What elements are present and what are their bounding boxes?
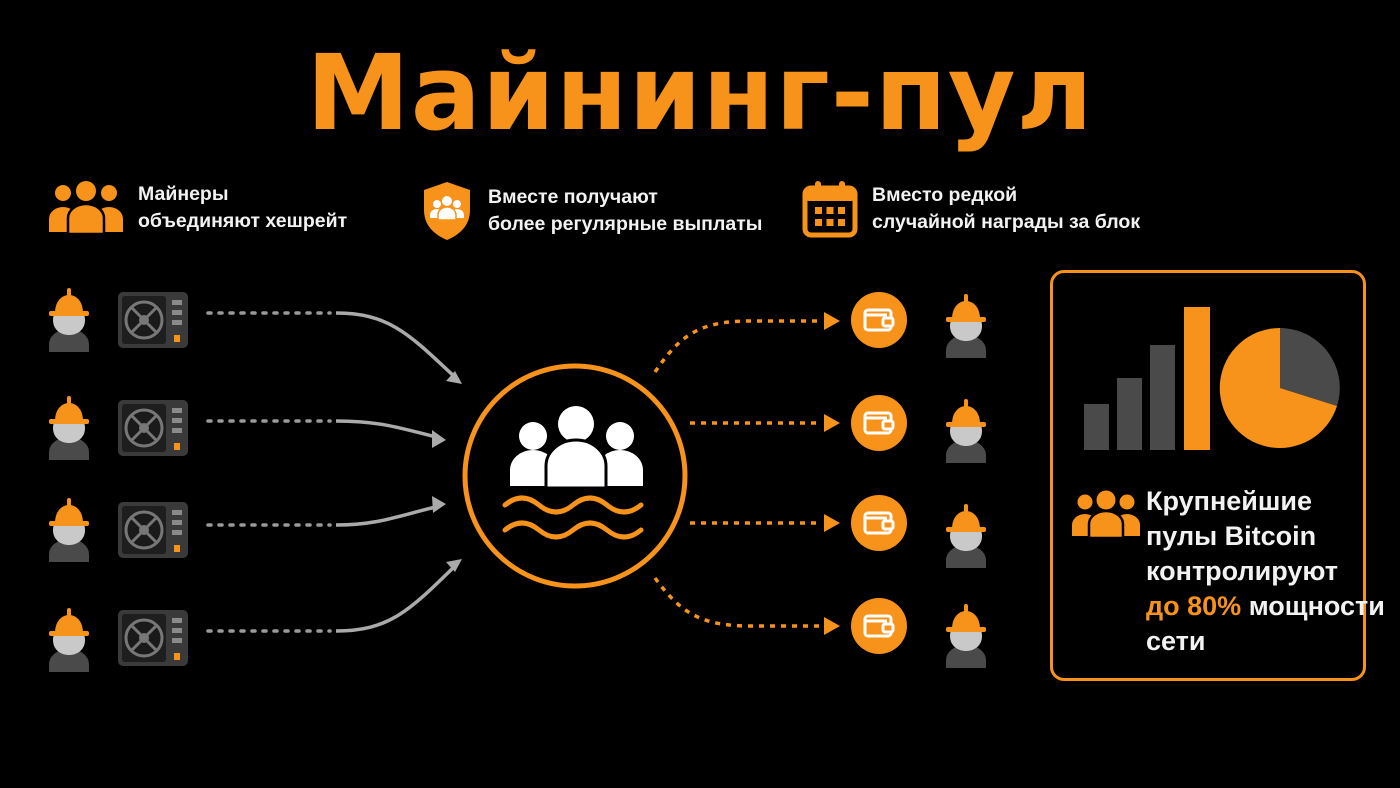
people-group-icon [1072,490,1140,540]
left-miner-3 [49,498,190,562]
page-title: Майнинг-пул [306,32,1094,154]
wallet-icon [849,393,909,453]
stat-line: Крупнейшие [1146,486,1312,516]
right-payout-1 [849,290,986,358]
people-group-icon [49,181,123,236]
feature-line: Вместе получают [488,186,658,208]
miner-hardhat-icon [49,288,89,352]
miner-hardhat-icon [49,608,89,672]
miner-hardhat-icon [946,504,986,568]
incoming-connectors [206,311,460,633]
feature-text: Вместе получают более регулярные выплаты [488,184,762,238]
feature-line: объединяют хешрейт [138,210,348,232]
miner-hardhat-icon [946,399,986,463]
left-miner-2 [49,396,190,460]
stat-line: до 80% мощности [1146,589,1385,624]
shield-people-icon [424,182,470,240]
wallet-icon [849,493,909,553]
feature-text: Майнеры объединяют хешрейт [138,181,347,235]
miner-hardhat-icon [49,498,89,562]
bar-chart-icon [1084,307,1210,450]
calendar-icon [802,181,858,238]
feature-hashrate: Майнеры объединяют хешрейт [48,180,347,236]
left-miner-4 [49,608,190,672]
right-payout-2 [849,393,986,463]
pool-node [462,363,688,589]
stat-line: пулы Bitcoin [1146,521,1317,551]
stat-line: сети [1146,626,1206,656]
miner-hardhat-icon [946,604,986,668]
incoming-arrowheads [432,371,462,572]
feature-line: более регулярные выплаты [488,213,763,235]
right-payout-4 [849,596,986,668]
stat-line-rest: мощности [1241,591,1385,621]
wallet-icon [849,290,909,350]
right-payout-3 [849,493,986,568]
feature-regular-payouts: Вместе получают более регулярные выплаты [420,180,762,242]
feature-line: Майнеры [138,183,229,205]
pool-people-icon [502,406,644,540]
stat-percentage: до 80% [1146,591,1242,621]
wallet-icon [849,596,909,656]
miner-hardhat-icon [946,294,986,358]
asic-miner-icon [116,500,190,560]
asic-miner-icon [116,608,190,668]
left-miner-1 [49,288,190,352]
outgoing-arrowheads [824,312,840,635]
outgoing-connectors [653,319,822,628]
feature-text: Вместо редкой случайной награды за блок [872,182,1140,236]
feature-block-reward: Вместо редкой случайной награды за блок [802,180,1140,238]
feature-line: Вместо редкой [872,184,1018,206]
asic-miner-icon [116,290,190,350]
pie-chart-icon [1219,327,1340,448]
stat-line: контролируют [1146,556,1339,586]
stat-box [1050,270,1366,681]
stat-text: Крупнейшие пулы Bitcoin контролируют до … [1146,484,1385,659]
asic-miner-icon [116,398,190,458]
miner-hardhat-icon [49,396,89,460]
feature-line: случайной награды за блок [872,211,1141,233]
